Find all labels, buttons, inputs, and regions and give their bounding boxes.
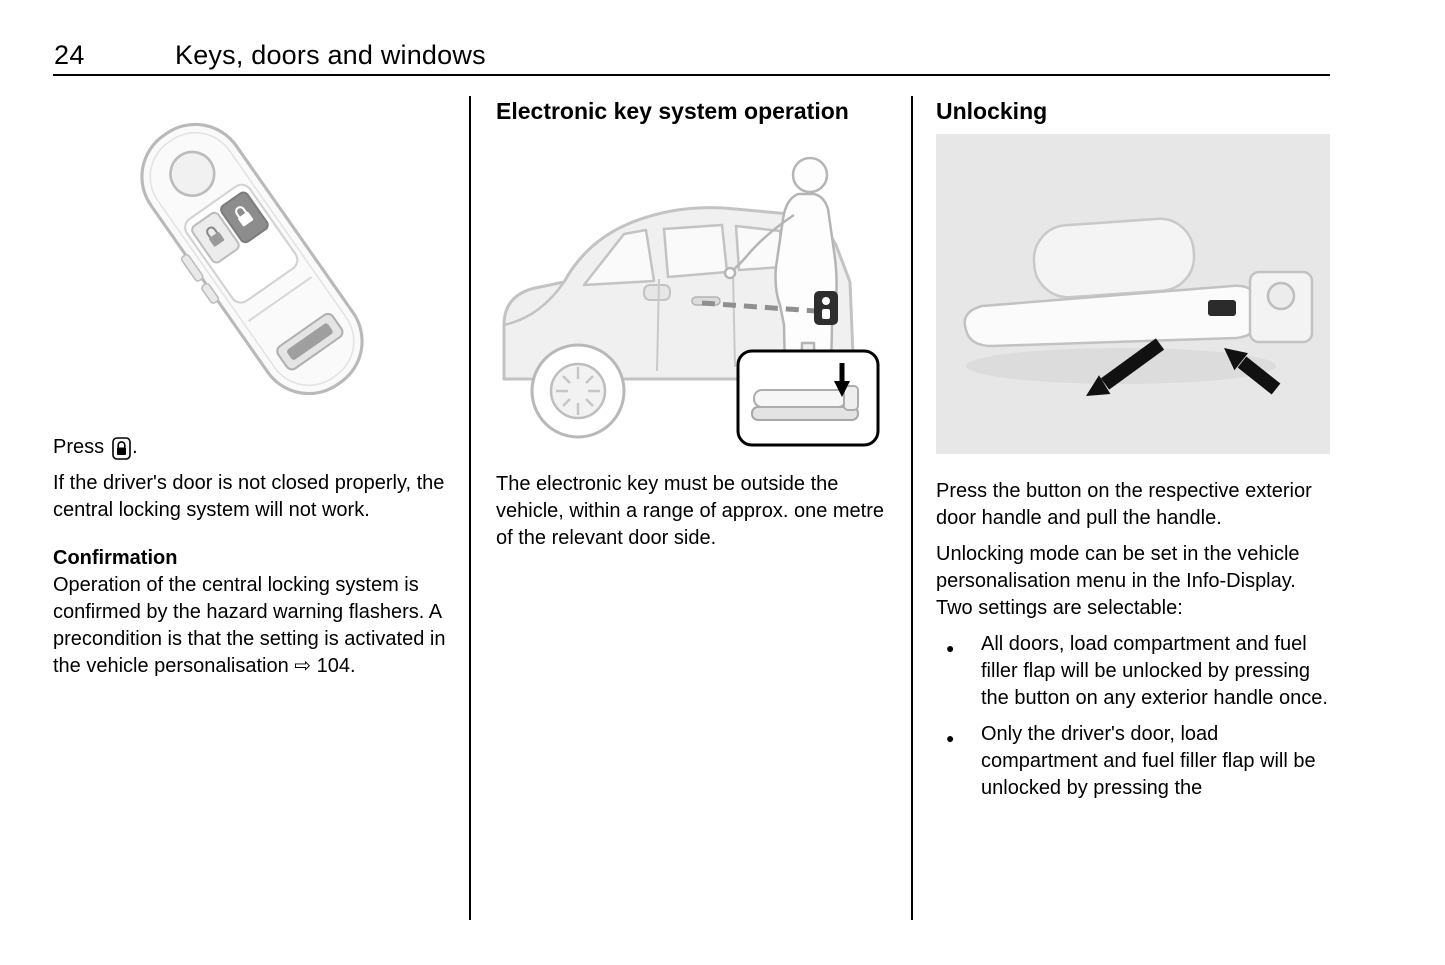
press-suffix: . xyxy=(132,436,138,458)
side-mirror xyxy=(643,284,671,301)
electronic-key-paragraph: The electronic key must be outside the v… xyxy=(496,473,884,549)
key-fob-figure xyxy=(53,98,451,420)
door-handle-illustration xyxy=(936,134,1330,454)
list-item-text: All doors, load compartment and fuel fil… xyxy=(981,633,1328,709)
list-item-text: Only the driver's door, load compartment… xyxy=(981,723,1316,799)
column-divider-2 xyxy=(911,96,913,920)
down-arrow-icon xyxy=(834,363,850,397)
column-middle: Electronic key system operation xyxy=(496,96,890,561)
list-item: ● All doors, load compartment and fuel f… xyxy=(936,631,1334,712)
press-button-arrow-icon xyxy=(1224,348,1281,395)
pull-arrow-icon xyxy=(1086,338,1165,396)
bullet-icon: ● xyxy=(946,640,955,656)
lock-button-icon xyxy=(112,437,131,460)
page-number: 24 xyxy=(54,40,85,70)
page-reference-number: 104. xyxy=(316,655,356,677)
lock-cylinder xyxy=(1266,281,1296,311)
unlocking-heading: Unlocking xyxy=(936,98,1048,124)
key-fob-illustration xyxy=(140,122,364,396)
header-rule xyxy=(53,74,1330,76)
press-instruction: Press. xyxy=(53,434,451,461)
confirmation-text: Operation of the central locking system … xyxy=(53,574,446,677)
section-title: Keys, doors and windows xyxy=(175,40,486,70)
electronic-key-fob xyxy=(814,291,838,325)
unlocking-paragraph-2: Unlocking mode can be set in the vehicle… xyxy=(936,543,1300,619)
central-locking-note: If the driver's door is not closed prope… xyxy=(53,472,445,521)
page-reference-icon: ⇨ xyxy=(294,655,312,677)
lock-glyph-dark xyxy=(235,206,254,227)
column-left: Press. If the driver's door is not close… xyxy=(53,96,451,689)
press-label: Press xyxy=(53,436,105,458)
confirmation-heading: Confirmation xyxy=(53,547,178,569)
electronic-key-figure xyxy=(496,139,888,451)
list-item: ● Only the driver's door, load compartme… xyxy=(936,721,1334,802)
unlocking-options-list: ● All doors, load compartment and fuel f… xyxy=(936,631,1334,802)
unlocking-paragraph-1: Press the button on the respective exter… xyxy=(936,480,1312,529)
car-and-person-illustration xyxy=(502,156,880,447)
column-divider-1 xyxy=(469,96,471,920)
handle-button xyxy=(1208,300,1236,316)
bullet-icon: ● xyxy=(946,730,955,746)
confirmation-paragraph: Operation of the central locking system … xyxy=(53,572,451,680)
column-right: Unlocking Press the button xyxy=(936,96,1334,811)
range-dashed-line xyxy=(701,300,817,314)
door-handle-figure xyxy=(936,134,1330,454)
electronic-key-heading: Electronic key system operation xyxy=(496,98,849,124)
lock-glyph-light xyxy=(206,226,225,247)
handle-inset xyxy=(736,349,880,447)
